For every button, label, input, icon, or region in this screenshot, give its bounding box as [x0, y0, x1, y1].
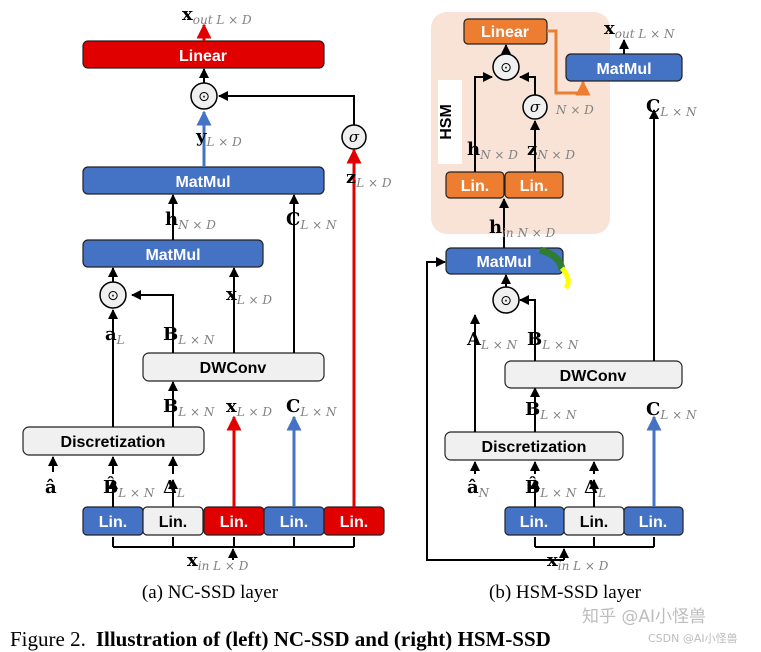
- h-label-right: hN × D: [467, 139, 518, 162]
- hsm-label-box: [438, 80, 462, 164]
- y-label: yL × D: [195, 126, 242, 149]
- hsm-lin-label-2: Lin.: [520, 178, 548, 195]
- c-label-right: CL × N: [646, 96, 697, 119]
- x-out-label-right: xout L × N: [604, 18, 675, 41]
- b2-label: BL × N: [163, 396, 215, 419]
- hadamard-symbol-right: ⊙: [500, 293, 512, 309]
- b-hat-label: B̂L × N: [103, 476, 155, 500]
- x-label: xL × D: [226, 284, 272, 307]
- caption-left: (a) NC-SSD layer: [142, 582, 279, 603]
- delta-label-right: ΔL: [584, 477, 606, 500]
- c2-label-right: CL × N: [646, 399, 697, 422]
- c-label: CL × N: [286, 209, 337, 232]
- hsm-label: HSM: [438, 104, 455, 140]
- lin-label-3: Lin.: [220, 514, 248, 531]
- watermark-main: 知乎 @AI小怪兽: [582, 607, 706, 627]
- matmul-mid-label: MatMul: [145, 247, 200, 264]
- b-label-right: BL × N: [527, 329, 579, 352]
- lin-label-4: Lin.: [280, 514, 308, 531]
- dwconv-label: DWConv: [200, 360, 267, 377]
- linear-label-right: Linear: [481, 24, 529, 41]
- x-in-label: xin L × D: [187, 550, 249, 573]
- matmul-top-label: MatMul: [175, 174, 230, 191]
- b-label: BL × N: [163, 324, 215, 347]
- z-label-right: zN × D: [527, 139, 575, 162]
- dwconv-box-right: [504, 360, 683, 389]
- matmul-label-right: MatMul: [476, 254, 531, 271]
- z-label: zL × D: [346, 167, 392, 190]
- a-hat-label-right: âN: [467, 477, 490, 500]
- a-label: aL: [105, 324, 125, 347]
- discretization-label: Discretization: [61, 434, 166, 451]
- watermark-small: CSDN @AI小怪兽: [648, 631, 738, 645]
- delta-label: ΔL: [163, 477, 185, 500]
- lin-label-2: Lin.: [159, 514, 187, 531]
- nc-ssd-diagram: Lin. Lin. Lin. Lin. Lin. xin L × D â B̂L…: [22, 4, 392, 603]
- a-label-right: AL × N: [466, 329, 518, 352]
- lin-label-right-2: Lin.: [580, 514, 608, 531]
- matmul-right-label: MatMul: [596, 61, 651, 78]
- lin-label-right-1: Lin.: [520, 514, 548, 531]
- b-hat-label-right: B̂L × N: [525, 476, 577, 500]
- x-out-label: xout L × D: [182, 4, 252, 27]
- figure-caption: Figure 2. Illustration of (left) NC-SSD …: [10, 627, 551, 651]
- hadamard-symbol-top-left: ⊙: [198, 89, 210, 105]
- highlight-mark-yellow: [560, 266, 571, 290]
- highlight-mark: [539, 246, 566, 271]
- linear-label-left: Linear: [179, 48, 227, 65]
- sigma-symbol-left: σ: [349, 128, 360, 146]
- h-in-label: hin N × D: [489, 217, 556, 240]
- discretization-label-right: Discretization: [482, 439, 587, 456]
- lin-label-5: Lin.: [340, 514, 368, 531]
- x2-label: xL × D: [226, 396, 272, 419]
- dwconv-label-right: DWConv: [560, 368, 627, 385]
- hsm-ssd-diagram: HSM xin L × D Lin. Lin. Lin. âN B̂L × N …: [426, 12, 697, 603]
- hsm-lin-label-1: Lin.: [461, 178, 489, 195]
- hadamard-symbol-left: ⊙: [107, 288, 119, 304]
- a-hat-label: â: [45, 477, 57, 498]
- hadamard-symbol-hsm: ⊙: [500, 60, 512, 76]
- b2-label-right: BL × N: [525, 399, 577, 422]
- lin-label-1: Lin.: [99, 514, 127, 531]
- h-label: hN × D: [165, 209, 216, 232]
- sigma-symbol-right: σ: [530, 98, 541, 116]
- lin-label-right-3: Lin.: [639, 514, 667, 531]
- x-in-label-right: xin L × D: [547, 550, 609, 573]
- sigma-sub-right: N × D: [555, 103, 594, 117]
- c2-label: CL × N: [286, 396, 337, 419]
- caption-right: (b) HSM-SSD layer: [489, 582, 642, 603]
